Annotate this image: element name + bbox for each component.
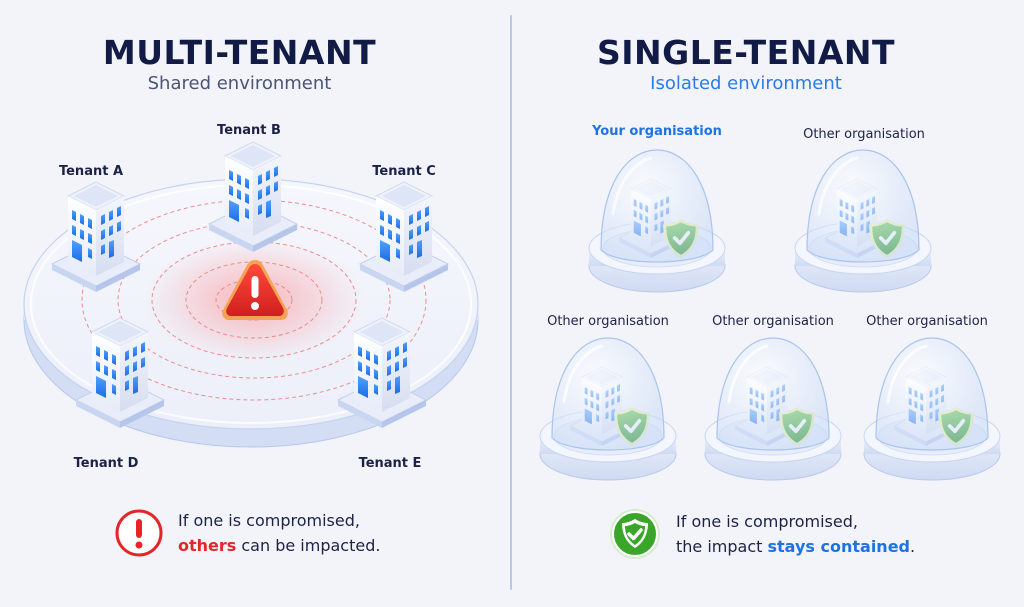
multi-tenant-panel: MULTI-TENANT Shared environment <box>0 0 511 607</box>
multi-tenant-callout: If one is compromised, others can be imp… <box>114 508 380 558</box>
multi-tenant-callout-text: If one is compromised, others can be imp… <box>178 511 381 555</box>
single-tenant-callout: If one is compromised, the impact stays … <box>608 507 915 561</box>
single-tenant-panel: SINGLE-TENANT Isolated environment Your … <box>512 0 1024 607</box>
tenant-label: Tenant A <box>58 164 124 179</box>
dome-your-organisation <box>589 150 725 292</box>
org-label-yours: Your organisation <box>592 124 722 139</box>
alert-circle-icon <box>115 509 163 557</box>
warning-triangle-icon <box>222 260 288 320</box>
tenant-label: Tenant B <box>217 123 281 138</box>
org-label: Other organisation <box>547 314 669 329</box>
shared-platform <box>23 141 479 448</box>
shield-check-icon <box>610 509 660 559</box>
tenant-label: Tenant D <box>73 456 139 471</box>
tenant-label: Tenant C <box>372 164 436 179</box>
dome-other-organisation <box>795 150 931 292</box>
single-tenant-subtitle: Isolated environment <box>650 73 842 94</box>
highlight-others: others <box>178 536 237 555</box>
dome-other-organisation <box>705 338 841 480</box>
multi-tenant-subtitle: Shared environment <box>147 73 332 94</box>
single-tenant-callout-text: If one is compromised, the impact stays … <box>676 512 916 556</box>
tenant-label: Tenant E <box>358 456 422 471</box>
multi-tenant-title: MULTI-TENANT <box>102 33 377 72</box>
isolated-domes <box>512 0 1024 500</box>
dome-other-organisation <box>540 338 676 480</box>
org-label: Other organisation <box>712 314 834 329</box>
single-tenant-title: SINGLE-TENANT <box>596 33 895 72</box>
org-label: Other organisation <box>803 127 925 142</box>
org-label: Other organisation <box>866 314 988 329</box>
dome-other-organisation <box>864 338 1000 480</box>
panel-divider <box>510 15 512 590</box>
highlight-stays-contained: stays contained <box>767 537 911 556</box>
